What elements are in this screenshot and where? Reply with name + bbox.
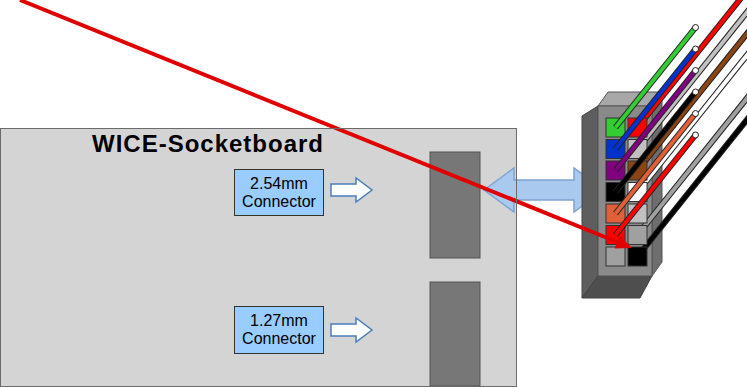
socketboard-box: 2.54mm Connector 1.27mm Connector WICE-Soc… (0, 128, 517, 387)
wire-outline (616, 71, 696, 171)
box-label: 2.54mm Connector (238, 175, 320, 211)
wire-outline (616, 49, 696, 149)
board-title: WICE-Socketboard (90, 130, 326, 158)
wire (616, 28, 696, 128)
pin (628, 226, 647, 245)
wire (638, 107, 747, 257)
wire-outline (638, 0, 747, 128)
wire-outline (616, 92, 696, 192)
wire-outline (616, 28, 696, 128)
wire-end (693, 46, 699, 52)
plug-bottom (582, 276, 652, 298)
connector-label-box: 1.27mm Connector (234, 306, 324, 354)
wire (616, 92, 696, 192)
plug-side (582, 106, 598, 298)
wire-end (693, 25, 699, 31)
wires (616, 25, 699, 236)
box-label: 1.27mm Connector (238, 312, 320, 348)
board-fill (0, 128, 517, 387)
wire-end (693, 111, 699, 117)
wire-end (693, 68, 699, 74)
wire-outline (616, 114, 696, 214)
pointer-line (20, 0, 617, 242)
hollow-arrow (331, 178, 372, 202)
wire (616, 135, 696, 235)
wire (616, 71, 696, 171)
pin (628, 247, 647, 266)
header-connector (430, 282, 480, 386)
pin (606, 247, 625, 266)
wire-outline (638, 85, 747, 235)
wire-outline (616, 135, 696, 235)
wire-end (693, 132, 699, 138)
wire (638, 0, 747, 128)
wire (638, 85, 747, 235)
connector-label-box: 2.54mm Connector (234, 169, 324, 216)
wires (638, 0, 747, 257)
wire (616, 114, 696, 214)
hollow-arrow (331, 318, 372, 342)
wire-outline (638, 107, 747, 257)
wire-end (693, 89, 699, 95)
wire (616, 49, 696, 149)
pointer-head (615, 236, 632, 249)
